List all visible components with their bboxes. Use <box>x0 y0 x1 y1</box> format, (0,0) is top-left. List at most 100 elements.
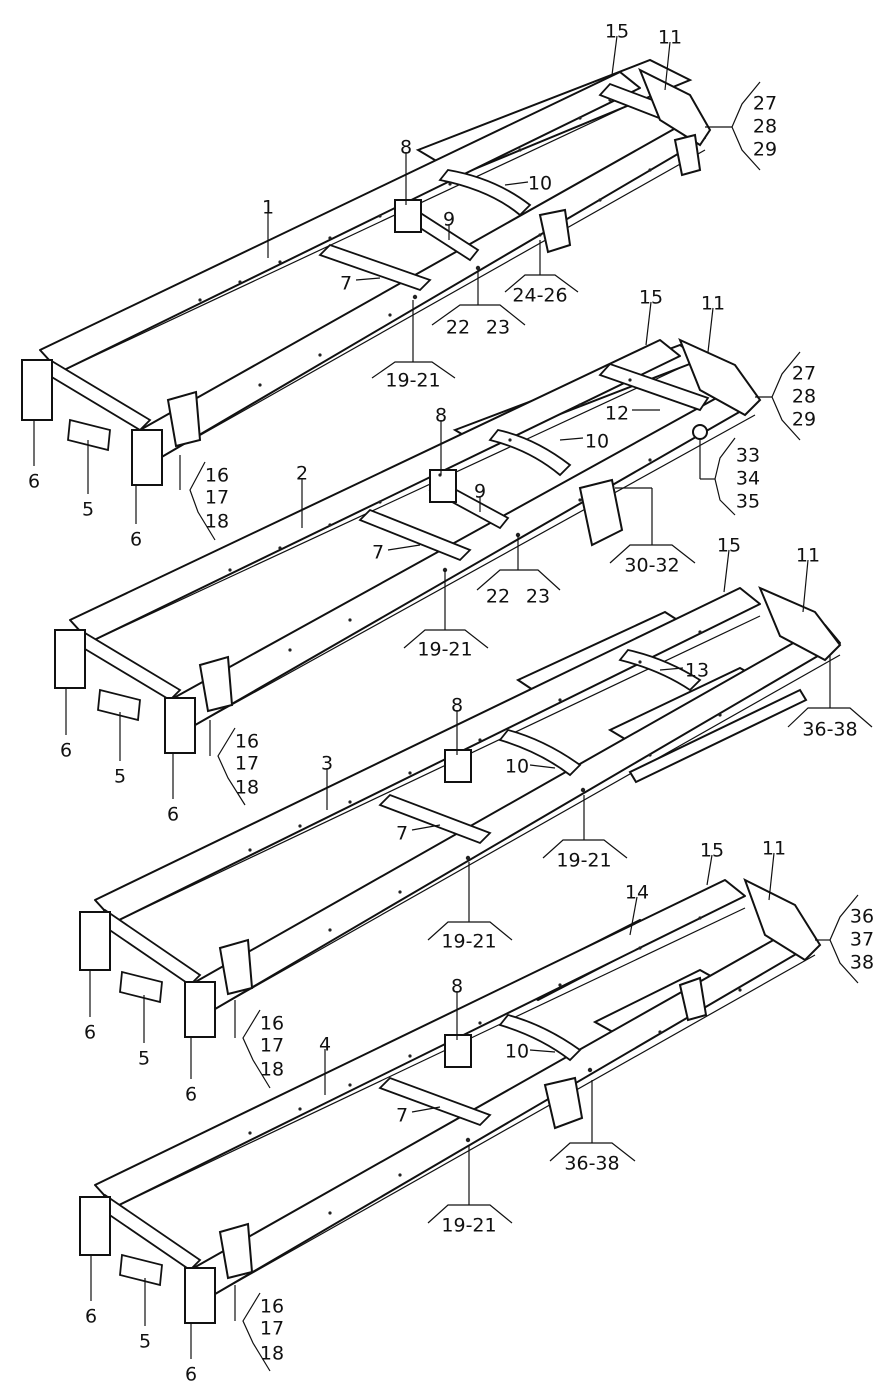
front-spring-bracket <box>218 938 254 996</box>
callout-label: 36-38 <box>564 1153 619 1175</box>
callout-label: 19-21 <box>441 1215 496 1237</box>
front-bracket-6-left <box>54 629 86 689</box>
callout-label: 7 <box>396 1105 408 1127</box>
callout-label: 10 <box>505 1041 529 1063</box>
callout-label: 7 <box>340 273 352 295</box>
spring-bracket-36-38 <box>543 1076 584 1130</box>
callout-label: 10 <box>505 756 529 778</box>
callout-label: 18 <box>205 511 229 533</box>
front-bracket-6-left <box>21 359 53 421</box>
crossmember-7 <box>378 1076 492 1127</box>
callout-label: 15 <box>639 287 663 309</box>
front-bracket-6-right <box>131 429 163 486</box>
crossmember-7 <box>318 243 432 292</box>
bracket-8 <box>444 749 472 783</box>
rear-spring-bracket <box>673 133 702 177</box>
rear-end-crossmember-11 <box>678 338 762 417</box>
callout-label: 8 <box>435 405 447 427</box>
callout-label: 35 <box>736 491 760 513</box>
callout-label: 19-21 <box>556 850 611 872</box>
callout-label: 10 <box>528 173 552 195</box>
rear-spring-bracket <box>678 976 708 1022</box>
chassis-frame-4 <box>79 877 822 1324</box>
callout-label: 23 <box>486 317 510 339</box>
spring-bracket <box>538 208 572 254</box>
callout-label: 5 <box>82 499 94 521</box>
callout-label: 29 <box>792 409 816 431</box>
callout-label: 5 <box>139 1331 151 1353</box>
callout-label: 11 <box>658 27 682 49</box>
callout-label: 5 <box>114 766 126 788</box>
tow-bracket-5 <box>119 970 163 1004</box>
callout-label: 37 <box>850 929 874 951</box>
callout-label: 18 <box>260 1059 284 1081</box>
callout-label: 30-32 <box>624 555 679 577</box>
callout-label: 6 <box>85 1306 97 1328</box>
callout-label: 19-21 <box>385 370 440 392</box>
callout-label: 29 <box>753 139 777 161</box>
callout-label: 17 <box>235 753 259 775</box>
chassis-frame-2 <box>54 338 762 754</box>
tow-bracket-5 <box>97 688 141 722</box>
callout-label: 19-21 <box>441 931 496 953</box>
callout-label: 14 <box>625 882 649 904</box>
callout-label: 34 <box>736 468 760 490</box>
callout-label: 28 <box>792 386 816 408</box>
callout-label: 15 <box>717 535 741 557</box>
callout-label: 6 <box>185 1364 197 1386</box>
callout-label: 19-21 <box>417 639 472 661</box>
rear-end-crossmember-11 <box>743 877 822 962</box>
front-bracket-6-right <box>184 1267 216 1324</box>
crossmember-10 <box>488 429 572 477</box>
callout-label: 9 <box>474 481 486 503</box>
leader-lines <box>33 35 873 1372</box>
front-crossmember <box>38 358 152 432</box>
callout-label: 36-38 <box>802 719 857 741</box>
callout-label: 6 <box>185 1084 197 1106</box>
callout-label: 18 <box>260 1343 284 1365</box>
callout-label: 9 <box>443 209 455 231</box>
bracket-8 <box>429 469 457 503</box>
callout-label: 27 <box>792 363 816 385</box>
callout-label: 16 <box>260 1013 284 1035</box>
callout-label: 18 <box>235 777 259 799</box>
callout-label: 36 <box>850 906 874 928</box>
callout-label: 6 <box>28 471 40 493</box>
callout-label: 11 <box>701 293 725 315</box>
front-crossmember <box>68 628 182 702</box>
callout-label: 8 <box>451 976 463 998</box>
callout-label: 5 <box>138 1048 150 1070</box>
callout-label: 24-26 <box>512 285 567 307</box>
crossmember-10 <box>498 728 582 777</box>
callout-label: 22 <box>446 317 470 339</box>
rivet-holes <box>198 98 652 387</box>
callout-label: 23 <box>526 586 550 608</box>
crossmember-10 <box>438 169 532 217</box>
callout-label: 15 <box>700 840 724 862</box>
rear-end-crossmember-11 <box>638 67 712 147</box>
callout-label: 12 <box>605 403 629 425</box>
callout-label: 1 <box>262 197 274 219</box>
callout-label: 38 <box>850 952 874 974</box>
callout-label: 6 <box>167 804 179 826</box>
front-bracket-6-right <box>164 697 196 754</box>
front-bracket-6-left <box>79 911 111 971</box>
callout-label: 3 <box>321 753 333 775</box>
crossmember-7 <box>358 508 472 562</box>
crossmember-7 <box>378 793 492 845</box>
callout-label: 7 <box>396 823 408 845</box>
rear-end-crossmember-11 <box>758 586 842 662</box>
rivet-holes <box>248 916 742 1215</box>
tow-bracket-5 <box>119 1253 163 1287</box>
front-bracket-6-left <box>79 1196 111 1256</box>
front-bracket-6-right <box>184 981 216 1038</box>
chassis-frame-3 <box>79 586 842 1038</box>
leaf-spring <box>628 688 808 784</box>
spring-hanger-30-32 <box>578 478 624 547</box>
callout-label: 10 <box>585 431 609 453</box>
callout-label: 11 <box>796 545 820 567</box>
callout-label: 17 <box>205 487 229 509</box>
